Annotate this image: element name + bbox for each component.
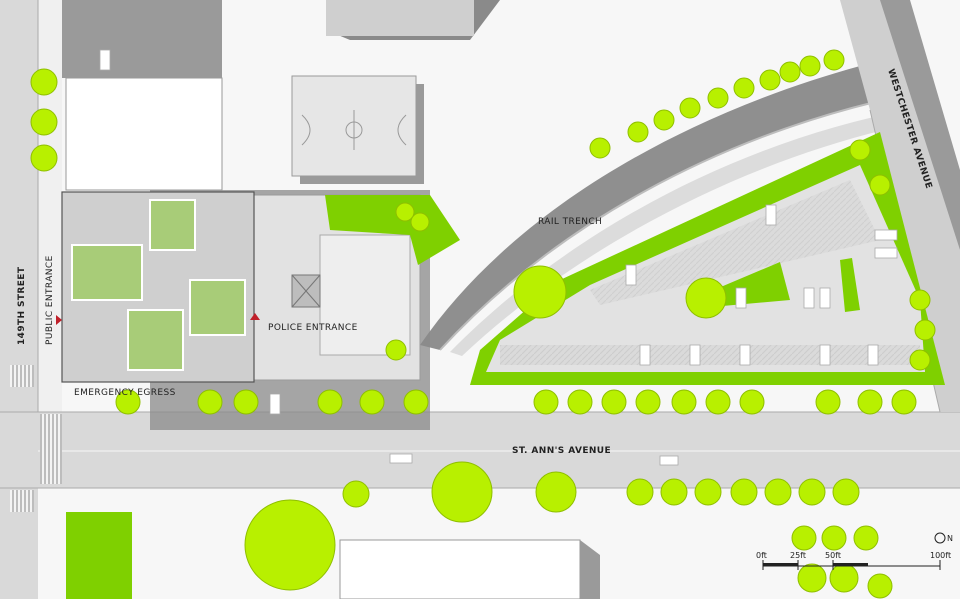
roof-green-2 bbox=[149, 199, 196, 251]
label-emergency-egress: EMERGENCY EGRESS bbox=[74, 388, 176, 398]
crosswalk-149th-north bbox=[10, 365, 34, 387]
building-north bbox=[326, 0, 474, 36]
north-label: N bbox=[947, 534, 953, 543]
crosswalk-st-anns-west bbox=[40, 414, 62, 484]
public-entrance-marker bbox=[56, 315, 62, 325]
parked-cars bbox=[99, 49, 898, 466]
label-149th-street: 149TH STREET bbox=[17, 266, 27, 345]
roof-green-4 bbox=[127, 309, 184, 371]
north-arrow-icon: N bbox=[934, 532, 953, 544]
building-northwest-roof bbox=[65, 77, 223, 191]
police-entrance-marker bbox=[250, 313, 260, 320]
scale-tick-50: 50ft bbox=[825, 551, 841, 560]
parking-island-east bbox=[840, 258, 860, 312]
label-public-entrance: PUBLIC ENTRANCE bbox=[45, 255, 55, 345]
scale-tick-100: 100ft bbox=[930, 551, 951, 560]
roof-green-3 bbox=[189, 279, 246, 336]
roof-green-1 bbox=[71, 244, 143, 301]
sidewalk-west bbox=[38, 0, 62, 412]
trees bbox=[30, 49, 936, 599]
south-lot-green bbox=[66, 512, 132, 599]
label-st-anns-avenue: ST. ANN'S AVENUE bbox=[512, 446, 611, 456]
south-building bbox=[339, 539, 581, 599]
scale-tick-25: 25ft bbox=[790, 551, 806, 560]
scale-bar: 0ft 25ft 50ft 100ft bbox=[756, 551, 951, 570]
label-rail-trench: RAIL TRENCH bbox=[538, 217, 602, 227]
westchester-avenue bbox=[840, 0, 960, 412]
building-northwest bbox=[62, 0, 222, 78]
crosswalk-149th-south bbox=[10, 490, 34, 512]
station-courtyard bbox=[319, 234, 411, 356]
label-police-entrance: POLICE ENTRANCE bbox=[268, 323, 358, 333]
station-green-planting bbox=[325, 195, 460, 265]
scale-tick-0: 0ft bbox=[756, 551, 767, 560]
